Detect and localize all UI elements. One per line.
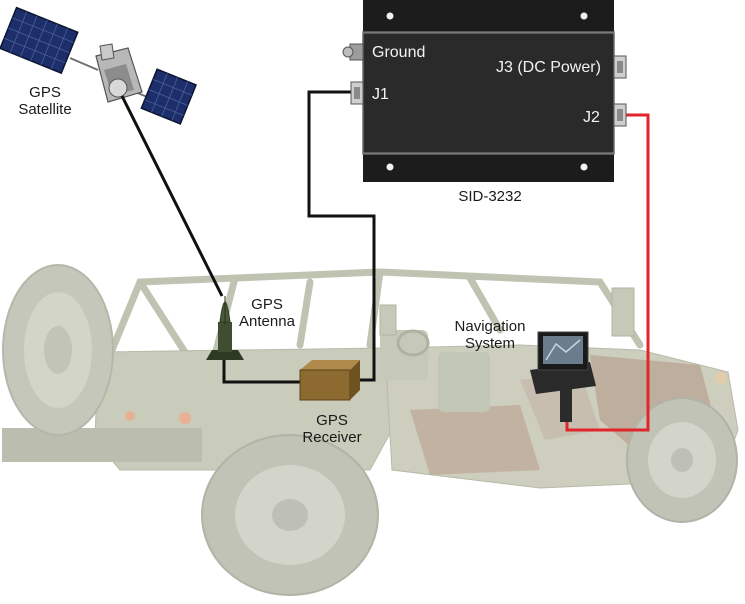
tail-light-1 bbox=[179, 412, 191, 424]
navigation-system-illustration bbox=[530, 331, 596, 422]
steering-wheel bbox=[396, 329, 430, 357]
mount-hole bbox=[386, 12, 394, 20]
tail-light-2 bbox=[125, 411, 135, 421]
seat-rear bbox=[438, 352, 490, 412]
satellite-body bbox=[95, 43, 143, 103]
ground-label: Ground bbox=[372, 44, 426, 61]
ground-terminal bbox=[342, 43, 364, 61]
mount-hole bbox=[386, 163, 394, 171]
mount-hole bbox=[580, 12, 588, 20]
cable-j1-to-receiver bbox=[307, 90, 376, 382]
cable-antenna-to-receiver bbox=[222, 350, 305, 384]
sid-3232-device bbox=[342, 0, 627, 182]
j1-label: J1 bbox=[372, 86, 389, 103]
solar-panel-right bbox=[140, 68, 198, 125]
solar-panel-left bbox=[0, 6, 79, 75]
device-body bbox=[362, 31, 615, 155]
front-wheel bbox=[626, 397, 738, 523]
camo-patch-1 bbox=[410, 405, 540, 475]
headlight bbox=[715, 372, 727, 384]
j3-label: J3 (DC Power) bbox=[496, 59, 601, 76]
mount-hole bbox=[580, 163, 588, 171]
side-mirror-right bbox=[611, 287, 635, 337]
j2-label: J2 bbox=[583, 109, 600, 126]
spare-tire bbox=[2, 264, 114, 436]
gps-receiver-illustration bbox=[299, 360, 360, 401]
gps-antenna-illustration bbox=[206, 296, 244, 360]
satellite-signal-line bbox=[120, 95, 224, 297]
gps-satellite-illustration bbox=[0, 6, 198, 125]
device-name-label: SID-3232 bbox=[458, 188, 522, 205]
side-mirror-left bbox=[379, 304, 397, 336]
rear-wheel bbox=[201, 434, 379, 596]
navigation-label: Navigation System bbox=[454, 318, 526, 352]
seat-front bbox=[380, 330, 428, 380]
antenna-label: GPS Antenna bbox=[239, 296, 295, 330]
satellite-label: GPS Satellite bbox=[18, 84, 72, 118]
rear-bumper bbox=[2, 428, 202, 462]
receiver-label: GPS Receiver bbox=[302, 412, 362, 446]
